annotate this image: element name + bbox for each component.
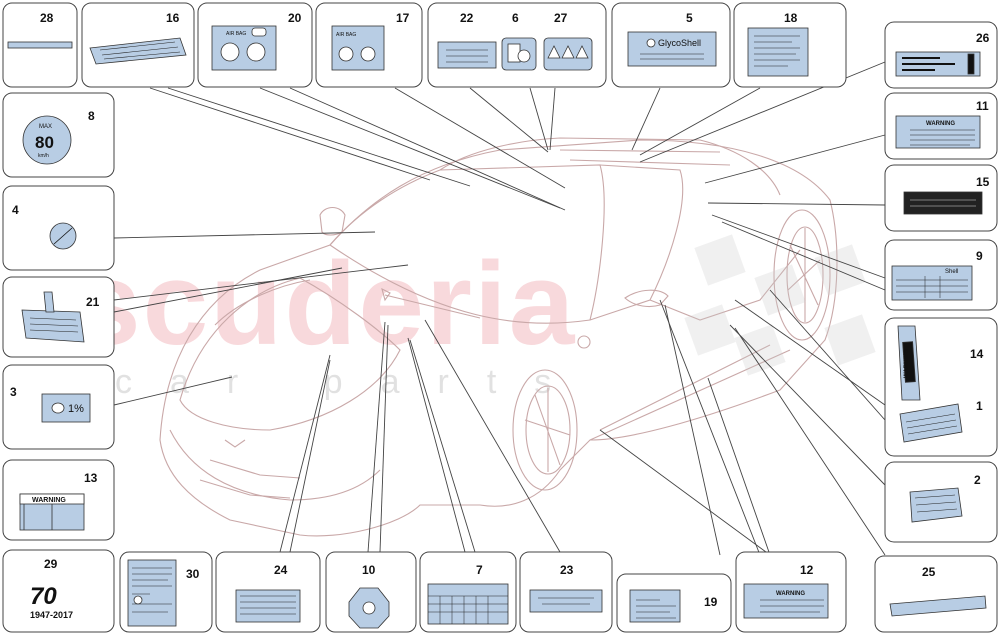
part-number-13: 13	[84, 471, 98, 485]
label-airbag-17: AIR BAG	[336, 32, 356, 38]
part-number-26: 26	[976, 31, 990, 45]
label-warning-11: WARNING	[926, 121, 955, 127]
part-number-17: 17	[396, 11, 410, 25]
label-headlamp-pct: 1%	[68, 403, 84, 415]
label-airbag-20: AIR BAG	[226, 31, 246, 37]
part-number-5: 5	[686, 11, 693, 25]
label-glycoshell: GlycoShell	[658, 38, 701, 48]
sticker-3	[41, 393, 91, 423]
part-number-2: 2	[974, 473, 981, 487]
part-number-11: 11	[976, 99, 989, 113]
checker-pattern	[684, 234, 876, 376]
box-25[interactable]	[874, 555, 998, 633]
label-years: 1947-2017	[30, 610, 73, 620]
sticker-30	[127, 559, 177, 627]
sticker-1	[899, 403, 963, 443]
part-number-4: 4	[12, 203, 19, 217]
part-number-1: 1	[976, 399, 983, 413]
sticker-17	[331, 25, 385, 71]
part-number-8: 8	[88, 109, 95, 123]
sticker-23	[529, 589, 603, 613]
sticker-texts: AIR BAG AIR BAG GlycoShell WARNING Shell…	[30, 31, 958, 620]
part-number-20: 20	[288, 11, 302, 25]
part-number-27: 27	[554, 11, 568, 25]
sticker-22	[437, 41, 497, 69]
part-number-28: 28	[40, 11, 54, 25]
part-number-6: 6	[512, 11, 519, 25]
part-number-21: 21	[86, 295, 100, 309]
label-seventy: 70	[30, 583, 57, 610]
leader-lines	[113, 61, 886, 556]
part-number-15: 15	[976, 175, 990, 189]
sticker-25	[889, 595, 987, 617]
part-numbers: 28 16 20 17 22 6 27 5 18 26 8 11 4 15 9 …	[10, 11, 990, 609]
label-warning-14: WARNING	[904, 349, 910, 378]
part-number-30: 30	[186, 567, 200, 581]
part-number-24: 24	[274, 563, 288, 577]
label-max-top: MAX	[39, 124, 52, 130]
label-warning-12: WARNING	[776, 591, 805, 597]
part-number-19: 19	[704, 595, 718, 609]
sticker-9	[891, 265, 973, 301]
label-max-bottom: km/h	[38, 153, 49, 159]
part-number-12: 12	[800, 563, 814, 577]
sticker-12	[743, 583, 829, 619]
part-number-7: 7	[476, 563, 483, 577]
car-outline	[159, 137, 838, 537]
part-number-29: 29	[44, 557, 58, 571]
label-warning-13: WARNING	[32, 497, 66, 504]
sticker-8	[22, 115, 72, 165]
part-number-23: 23	[560, 563, 574, 577]
sticker-21	[21, 309, 85, 343]
sticker-28	[7, 41, 73, 49]
label-shell: Shell	[945, 269, 958, 275]
part-number-16: 16	[166, 11, 180, 25]
part-number-25: 25	[922, 565, 936, 579]
sticker-15	[903, 191, 983, 215]
part-number-18: 18	[784, 11, 798, 25]
stickers	[7, 25, 987, 629]
sticker-18	[747, 27, 809, 77]
sticker-5	[627, 31, 717, 67]
label-max-speed: 80	[35, 133, 54, 152]
part-number-9: 9	[976, 249, 983, 263]
sticker-24	[235, 589, 301, 623]
part-number-3: 3	[10, 385, 17, 399]
part-number-22: 22	[460, 11, 474, 25]
box-29[interactable]	[2, 549, 115, 633]
part-number-10-bottom: 10	[362, 563, 376, 577]
sticker-11	[895, 115, 981, 149]
part-number-14: 14	[970, 347, 984, 361]
sticker-2	[909, 487, 963, 523]
